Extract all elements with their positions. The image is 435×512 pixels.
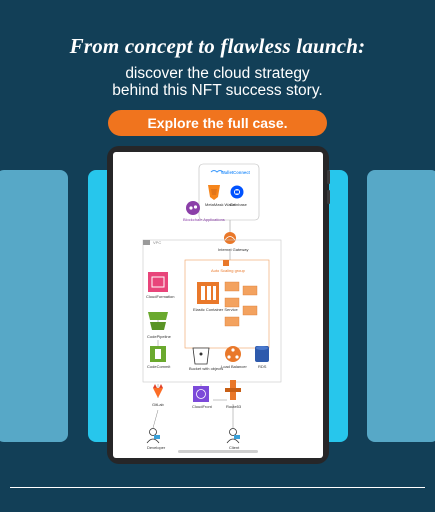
rds-icon	[255, 346, 269, 362]
container-icons	[224, 281, 258, 327]
coinbase-label: Coinbase	[230, 202, 248, 207]
codecommit-icon	[150, 346, 166, 362]
ecs-icon	[197, 282, 219, 304]
autoscaling-label: Auto Scaling group	[211, 268, 246, 273]
cloudfront-label: CloudFront	[192, 404, 213, 409]
gitlab-label: GitLab	[152, 402, 165, 407]
codecommit-label: CodeCommit	[147, 364, 171, 369]
subheadline-line-1: discover the cloud strategy	[125, 65, 310, 82]
internet-gateway-label: Internet Gateway	[218, 247, 248, 252]
subheadline-line-2: behind this NFT success story.	[112, 82, 323, 99]
autoscaling-icon	[223, 260, 229, 266]
tablet-side-button	[327, 190, 330, 204]
blockchain-label: Blockchain Applications	[183, 217, 225, 222]
cloudfront-icon	[193, 386, 209, 402]
load-balancer-icon	[225, 346, 241, 362]
tablet-side-button	[327, 170, 330, 184]
s3-label: Bucket with objects	[189, 366, 223, 371]
cloudformation-label: CloudFormation	[146, 294, 174, 299]
wallet-connect-box	[198, 163, 260, 221]
codepipeline-label: CodePipeline	[147, 334, 172, 339]
client-icon	[226, 428, 240, 444]
tablet-home-indicator	[178, 450, 258, 453]
vpc-boundary	[142, 239, 282, 383]
codepipeline-icon	[148, 312, 168, 330]
metamask-icon	[208, 185, 220, 200]
load-balancer-label: Load Balancer	[221, 364, 247, 369]
vpc-label: VPC	[153, 240, 161, 245]
explore-case-button[interactable]: Explore the full case.	[108, 110, 327, 136]
coinbase-icon	[230, 185, 244, 199]
vpc-badge-icon	[143, 240, 150, 245]
route53-icon	[225, 380, 241, 400]
s3-bucket-icon	[192, 347, 210, 365]
developer-label: Developer	[147, 445, 166, 450]
ecs-label: Elastic Container Service	[193, 307, 238, 312]
background-card-left	[0, 170, 68, 442]
route53-label: Route53	[226, 404, 242, 409]
bottom-divider	[10, 487, 425, 488]
blockchain-icon	[186, 201, 200, 215]
internet-gateway-icon	[224, 232, 236, 244]
tablet-screen: WalletConnect MetaMask Wallet Coinbase B…	[113, 152, 323, 458]
background-card-right	[367, 170, 435, 442]
headline: From concept to flawless launch:	[69, 34, 366, 58]
wallet-connect-title: WalletConnect	[221, 170, 251, 175]
architecture-diagram: WalletConnect MetaMask Wallet Coinbase B…	[142, 163, 282, 450]
client-label: Client	[229, 445, 240, 450]
metamask-label: MetaMask Wallet	[205, 202, 236, 207]
developer-icon	[146, 428, 160, 444]
wallet-connect-logo	[210, 170, 224, 173]
rds-label: RDS	[258, 364, 267, 369]
cloudformation-icon	[148, 272, 168, 292]
gitlab-icon	[153, 384, 163, 398]
